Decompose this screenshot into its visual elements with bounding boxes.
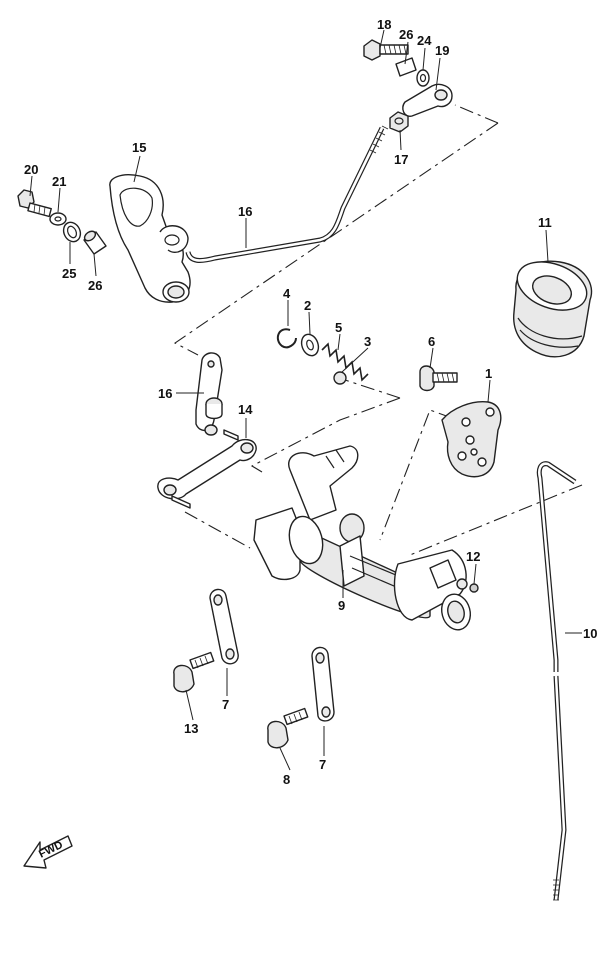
- callout-10: 10: [583, 626, 597, 641]
- part-20-bolt: [363, 39, 409, 61]
- callout-labels: 18 26 24 19 17 15 16 20 21 25 26 11 4 2 …: [24, 17, 597, 787]
- part-11-grommet: [513, 260, 593, 358]
- leader-lines: [29, 29, 582, 771]
- callout-16: 16: [238, 204, 252, 219]
- callout-26: 26: [399, 27, 413, 42]
- part-14-lever-arm: [157, 429, 257, 509]
- callout-1: 1: [485, 366, 492, 381]
- part-4-circlip: [276, 328, 297, 349]
- callout-4: 4: [283, 286, 291, 301]
- assembly-guide-lines: [173, 104, 583, 556]
- part-21-bolt: [17, 189, 52, 218]
- part-6-bolt: [419, 365, 458, 392]
- part-22-washer: [49, 212, 67, 226]
- part-1-plate: [441, 401, 502, 478]
- callout-6: 6: [428, 334, 435, 349]
- callout-12: 12: [466, 549, 480, 564]
- part-3-ball: [333, 371, 347, 385]
- callout-19: 19: [435, 43, 449, 58]
- callout-8: 8: [283, 772, 290, 787]
- part-5-spring: [321, 342, 369, 382]
- part-18-link: [195, 352, 223, 436]
- part-7-link-plate-lower: [311, 646, 335, 722]
- fwd-label: FWD: [37, 839, 65, 861]
- callout-22: 21: [52, 174, 66, 189]
- callout-11: 11: [538, 215, 552, 230]
- part-15-lever: [109, 174, 191, 303]
- part-24-ring: [62, 221, 82, 243]
- callout-9: 9: [338, 598, 345, 613]
- callout-15: 15: [132, 140, 146, 155]
- callout-24: 25: [62, 266, 76, 281]
- callout-2: 2: [304, 298, 311, 313]
- part-7-link-plate-upper: [209, 588, 239, 665]
- callout-20: 18: [377, 17, 391, 32]
- part-25-bushing: [83, 230, 107, 255]
- part-17-nut: [389, 111, 409, 133]
- part-2-washer: [300, 333, 320, 357]
- part-13-bolt: [173, 651, 215, 693]
- fwd-arrow-icon: FWD: [23, 835, 73, 869]
- callout-13: 13: [184, 721, 198, 736]
- callout-3: 3: [364, 334, 371, 349]
- callout-25: 26: [88, 278, 102, 293]
- part-26-collar: [395, 57, 417, 77]
- part-9-shaft: [253, 445, 479, 631]
- part-10-rod: [536, 461, 577, 901]
- callout-17: 17: [394, 152, 408, 167]
- callout-21: 20: [24, 162, 38, 177]
- callout-7-lower: 7: [319, 757, 326, 772]
- part-8-bolt: [267, 707, 309, 749]
- part-23-washer: [416, 69, 430, 87]
- part-16-rod: [185, 125, 389, 263]
- callout-7-upper: 7: [222, 697, 229, 712]
- callout-14: 14: [238, 402, 253, 417]
- callout-23: 24: [417, 33, 432, 48]
- part-19-link-end: [402, 83, 453, 117]
- callout-5: 5: [335, 320, 342, 335]
- callout-18: 16: [158, 386, 172, 401]
